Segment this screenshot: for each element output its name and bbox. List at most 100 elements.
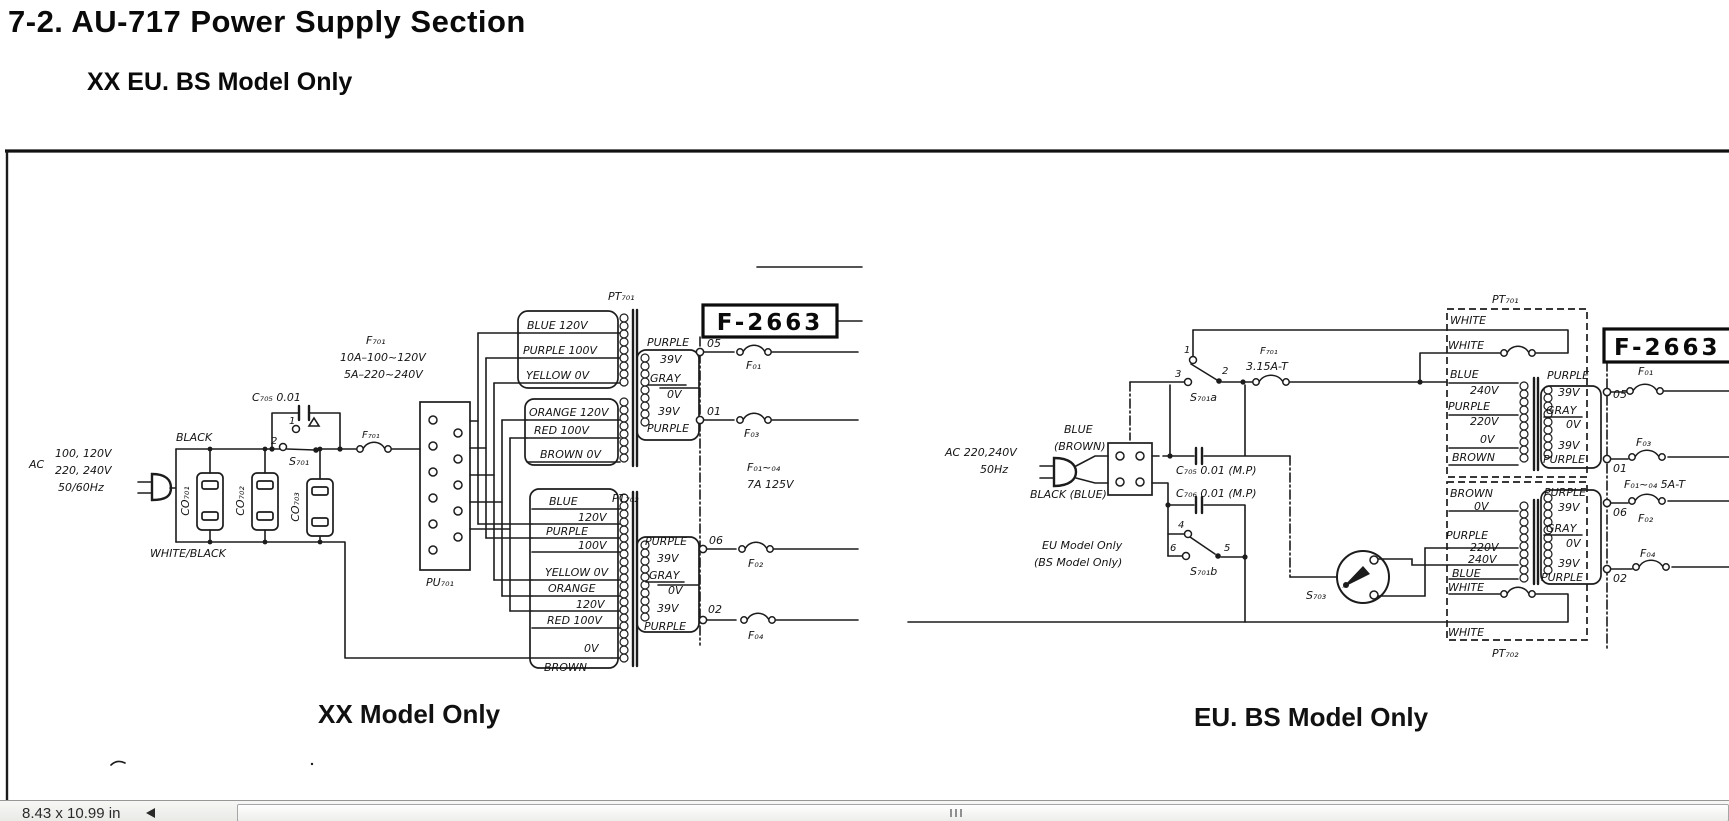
- left-diagram-caption: XX Model Only: [318, 699, 501, 729]
- outlet-co703-label: CO₇₀₃: [289, 492, 302, 522]
- sec1-purple-top: PURPLE: [647, 336, 689, 349]
- right-diagram-caption: EU. BS Model Only: [1194, 702, 1429, 732]
- fuse-f02-label-right: F₀₂: [1638, 512, 1654, 525]
- output-terminals-right: [1602, 387, 1612, 574]
- outlet-co701-label: CO₇₀₁: [179, 486, 192, 516]
- mains-fuse-symbol: [356, 441, 392, 453]
- tap-red-100: RED 100V: [534, 424, 591, 437]
- fuse-f03-symbol: [736, 412, 772, 424]
- sec2r-39v-bot: 39V: [1558, 557, 1581, 570]
- selector-s703-label: S₇₀₃: [1306, 589, 1327, 602]
- line-filter-and-switch: [207, 404, 343, 545]
- fuse-f01-label: F₀₁: [746, 359, 761, 372]
- tap-orange-120: ORANGE 120V: [529, 406, 610, 419]
- pin-2: 2: [1222, 366, 1228, 377]
- pt702-tap-220-right: 220V: [1470, 541, 1500, 554]
- sec2r-gray: GRAY: [1546, 522, 1578, 535]
- pt702-tap-100: 100V: [578, 539, 608, 552]
- fuse-f03-label-right: F₀₃: [1636, 436, 1652, 449]
- fuse-f701-symbol: [1252, 374, 1290, 386]
- white-bottom-label: WHITE: [1448, 626, 1484, 639]
- pt702-tap-120b: 120V: [576, 598, 606, 611]
- pin-4: 4: [1178, 520, 1184, 531]
- pt701-tap-240: 240V: [1470, 384, 1500, 397]
- scrollbar-grip-icon[interactable]: [950, 809, 965, 817]
- terminal-01: 01: [707, 405, 721, 418]
- switch-s701b-label: S₇₀₁b: [1190, 565, 1217, 578]
- terminal-06: 06: [709, 534, 723, 547]
- thermal-fuse-pt702: [1500, 586, 1536, 598]
- sec1r-39v-bot: 39V: [1558, 439, 1581, 452]
- sec2r-purple-top: PURPLE: [1544, 486, 1586, 499]
- pt702-primary-coil: [619, 493, 629, 663]
- pt702-tap-yellow0: YELLOW 0V: [545, 566, 610, 579]
- fuse-note-3: 5A–220~240V: [344, 368, 424, 381]
- pt702-tap-orange: ORANGE: [548, 582, 596, 595]
- transformer-cores-right: [1532, 376, 1540, 586]
- unit-box-f2663-left: F-2663: [701, 303, 839, 339]
- fuse-f02-symbol-right: [1628, 493, 1666, 505]
- wire-brown-alt-label: (BROWN): [1054, 440, 1106, 453]
- scroll-left-arrow-icon[interactable]: [146, 808, 155, 818]
- pt701-secondary-coil: [640, 353, 650, 427]
- sec1-purple-bot: PURPLE: [647, 422, 689, 435]
- pt702-secondary-box-right: [1540, 489, 1602, 585]
- sec2-gray: GRAY: [649, 569, 681, 582]
- pt701-secondary-box-right: [1540, 385, 1602, 469]
- ac-label: AC: [28, 458, 45, 471]
- fuse-f03-symbol-right: [1628, 449, 1666, 461]
- sec2-39v-bot: 39V: [657, 602, 680, 615]
- pt701-tap-220: 220V: [1470, 415, 1500, 428]
- pt701-dashed-box: [1446, 308, 1588, 478]
- sec1-gray: GRAY: [650, 372, 682, 385]
- pt701-label-right: PT₇₀₁: [1492, 293, 1519, 306]
- filter-capacitors: [1194, 446, 1204, 515]
- pt701-primary-coil: [619, 313, 629, 387]
- fuse-f01-label-right: F₀₁: [1638, 365, 1653, 378]
- pt702-primary-coil-right: [1519, 501, 1529, 583]
- pin-5: 5: [1224, 543, 1230, 554]
- fuse-note-1: F₇₀₁: [366, 334, 386, 347]
- pt701-primary-coil-right: [1519, 381, 1529, 463]
- connector-pu701: [419, 401, 471, 571]
- page-size-indicator: 8.43 x 10.99 in: [22, 805, 121, 821]
- wire-whiteblack-label: WHITE/BLACK: [150, 547, 227, 560]
- fuse-f01-symbol: [736, 344, 772, 356]
- fuse-f02-label: F₀₂: [748, 557, 764, 570]
- unit-code-label-right: F-2663: [1614, 335, 1721, 361]
- sec1r-gray: GRAY: [1546, 404, 1578, 417]
- right-wiring: [907, 329, 1729, 649]
- ac-plug: [150, 472, 173, 502]
- fuse-f01-symbol-right: [1626, 383, 1664, 395]
- terminal-06-right: 06: [1613, 506, 1627, 519]
- page-subtitle: XX EU. BS Model Only: [87, 68, 353, 96]
- pt702-tap-brown-right: BROWN: [1450, 487, 1493, 500]
- output-terminals: [695, 347, 708, 625]
- power-switch-s701b: [1165, 502, 1248, 561]
- pt702-tap-120: 120V: [578, 511, 608, 524]
- terminal-05-right: 05: [1613, 388, 1627, 401]
- sec1r-purple-bot: PURPLE: [1543, 453, 1585, 466]
- pt701-tap-purple-right: PURPLE: [1448, 400, 1490, 413]
- tap-blue-120: BLUE 120V: [527, 319, 589, 332]
- pt701-tap-brown-right: BROWN: [1452, 451, 1495, 464]
- sec1-39v-bot: 39V: [658, 405, 681, 418]
- ac-plug-right: [1052, 456, 1078, 488]
- pt701-primary-coil-2: [619, 397, 629, 463]
- pt702-secondary-box: [636, 536, 700, 633]
- connector-pu701-label: PU₇₀₁: [426, 576, 454, 589]
- white-row2-label: WHITE: [1448, 339, 1484, 352]
- cap-c705-label-right: C₇₀₅ 0.01 (M.P): [1176, 464, 1257, 477]
- switch-pin-1: 1: [289, 416, 295, 427]
- fuse-rating-2: 7A 125V: [747, 478, 795, 491]
- sec1-39v-top: 39V: [660, 353, 683, 366]
- wire-black-blue-label: BLACK (BLUE): [1030, 488, 1107, 501]
- switch-s701a-label: S₇₀₁a: [1190, 391, 1217, 404]
- eu-note-2: (BS Model Only): [1034, 556, 1122, 569]
- pin-6: 6: [1170, 543, 1176, 554]
- pt702-tap-0v: 0V: [584, 642, 600, 655]
- scan-speck: [310, 762, 314, 766]
- horizontal-scrollbar[interactable]: [237, 804, 1729, 821]
- fuse-rating-1: F₀₁~₀₄: [747, 461, 781, 474]
